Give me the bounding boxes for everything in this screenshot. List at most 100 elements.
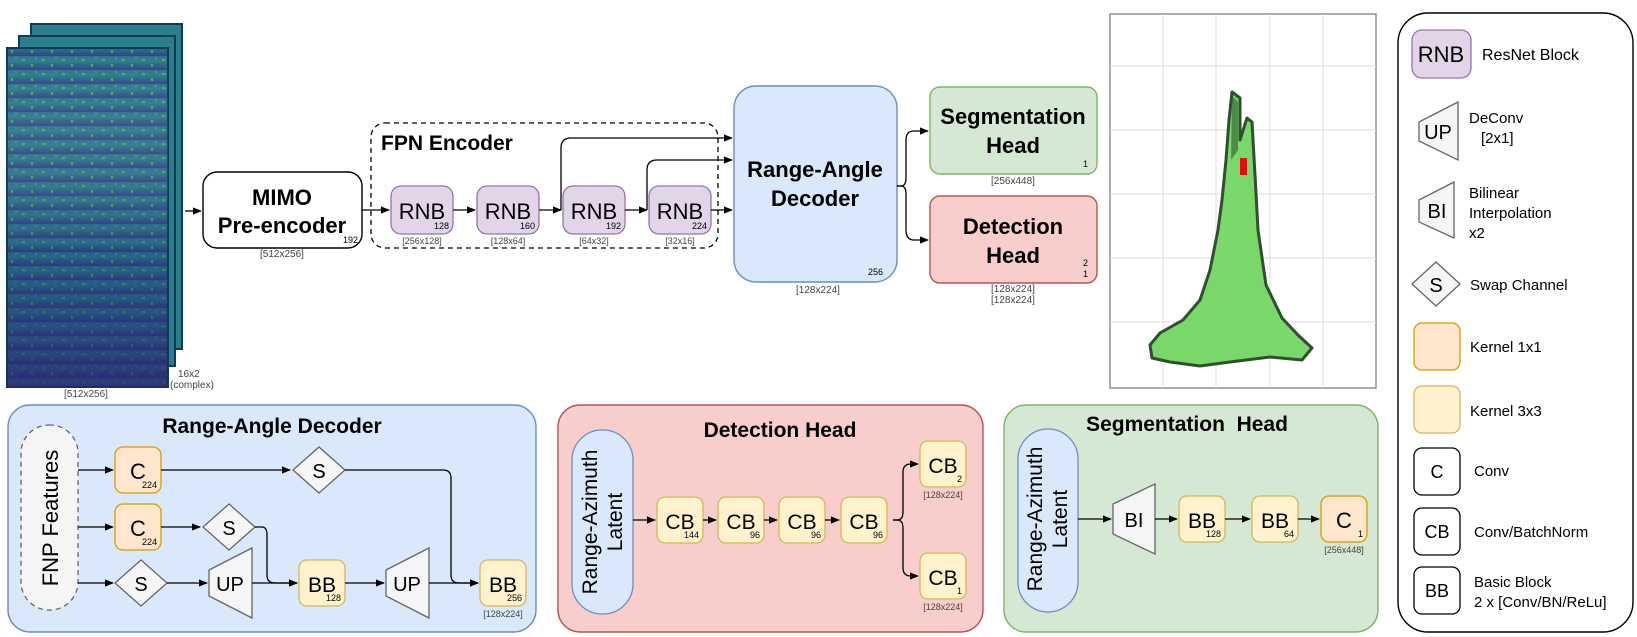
legend-up-text-2: [2x1]: [1481, 130, 1514, 147]
rad-upconv-2-label: UP: [393, 574, 421, 596]
input-complex-label: (complex): [170, 380, 214, 391]
rad-upconv-1: UP: [208, 546, 253, 620]
legend-bb-text-1: Basic Block: [1474, 574, 1552, 591]
legend-up-symbol: UP: [1424, 122, 1452, 144]
rad-bb-2-channels: 256: [507, 593, 522, 603]
rad-detail-panel: [7, 404, 537, 633]
rad-swap-2-label: S: [222, 518, 235, 540]
rad-bb-1-label: BB: [308, 574, 336, 597]
legend-bb-text-2: 2 x [Conv/BN/ReLu]: [1474, 594, 1607, 611]
legend-conv-batchnorm: CB Conv/BatchNorm: [1413, 507, 1588, 556]
legend-upconv: UP DeConv [2x1]: [1418, 100, 1524, 162]
rad-detail-title: Range-Angle Decoder: [162, 415, 381, 438]
dh-out-2-dims: [128x224]: [923, 602, 963, 612]
det-head-channels-1: 2: [1083, 258, 1088, 268]
fpn-rnb-dims: [32x16]: [665, 236, 695, 246]
sh-bb-1-channels: 128: [1206, 529, 1221, 539]
seg-head-channels: 1: [1083, 159, 1088, 169]
legend-up-text-1: DeConv: [1469, 110, 1524, 127]
sh-conv-dims: [256x448]: [1324, 545, 1364, 555]
rad-basicblock-2: BB 256: [479, 559, 527, 607]
rad-upconv-1-label: UP: [216, 574, 244, 596]
legend-rnb-text: ResNet Block: [1482, 47, 1580, 64]
dh-cb-channels: 96: [873, 530, 883, 540]
mimo-channels: 192: [343, 235, 358, 245]
segmentation-mask-shape: [1148, 90, 1314, 368]
rad-conv-1-channels: 224: [142, 480, 157, 490]
input-spectrogram-stack: [6, 23, 183, 388]
dh-latent-block: Range-Azimuth Latent: [571, 429, 634, 615]
legend-k3-text: Kernel 3x3: [1470, 403, 1542, 420]
fpn-rnb-dims: [128x64]: [491, 236, 526, 246]
decoder-title-line1: Range-Angle: [747, 157, 883, 182]
legend-cb-text: Conv/BatchNorm: [1474, 524, 1588, 541]
dh-detail-title: Detection Head: [704, 419, 857, 442]
legend-cb-symbol: CB: [1424, 522, 1449, 542]
dh-latent-label-2: Latent: [604, 493, 627, 552]
range-angle-decoder-block: Range-Angle Decoder 256: [733, 85, 898, 283]
fpn-rnb-label: RNB: [657, 199, 703, 224]
legend-rnb: RNB ResNet Block: [1411, 29, 1580, 79]
sh-basicblock-1: BB 128: [1178, 495, 1226, 543]
fpn-encoder-group: [370, 122, 719, 249]
sh-basicblock-2: BB 64: [1251, 495, 1299, 543]
legend-bi-text-2: Interpolation: [1469, 205, 1552, 222]
dh-cb-label: CB: [726, 511, 755, 534]
seg-head-title-line1: Segmentation: [940, 104, 1085, 129]
fpn-rnb-dims: [256x128]: [402, 236, 442, 246]
segmentation-output-plot: [1109, 13, 1377, 389]
legend-basic-block: BB Basic Block 2 x [Conv/BN/ReLu]: [1413, 566, 1607, 615]
sh-latent-label-1: Range-Azimuth: [1024, 447, 1047, 592]
legend-c-text: Conv: [1474, 463, 1510, 480]
dh-output-cb-1: CB 2: [919, 440, 967, 488]
fpn-rnb-channels: 128: [434, 221, 449, 231]
legend-bi-text-3: x2: [1469, 225, 1485, 242]
sh-bb-2-label: BB: [1261, 510, 1289, 533]
rad-swap-1: S: [292, 446, 346, 494]
sh-conv-channels: 1: [1358, 529, 1363, 539]
rad-conv-2: C 224: [114, 503, 162, 551]
seg-head-title-line2: Head: [986, 133, 1040, 158]
legend-bi-text-1: Bilinear: [1469, 185, 1519, 202]
dh-out-2-label: CB: [928, 567, 957, 590]
rad-swap-1-label: S: [312, 461, 325, 483]
segmentation-head-block: Segmentation Head 1: [929, 86, 1098, 175]
dh-latent-label-1: Range-Azimuth: [579, 450, 602, 595]
sh-detail-title: Segmentation Head: [1086, 413, 1288, 436]
fnp-features-label: FNP Features: [38, 450, 63, 587]
rad-upconv-2: UP: [385, 546, 430, 620]
det-head-dims-1: [128x224]: [991, 284, 1035, 295]
det-head-channels-2: 1: [1083, 269, 1088, 279]
fpn-rnb-channels: 192: [606, 221, 621, 231]
det-head-title-line2: Head: [986, 243, 1040, 268]
rad-basicblock-1: BB 128: [298, 559, 346, 607]
mimo-title-line1: MIMO: [252, 185, 312, 210]
legend-c-symbol: C: [1431, 462, 1444, 482]
legend-rnb-symbol: RNB: [1418, 42, 1464, 67]
dh-cb-channels: 96: [750, 530, 760, 540]
input-dims: [512x256]: [64, 389, 108, 400]
legend-s-symbol: S: [1429, 275, 1442, 297]
fpn-rnb-dims: [64x32]: [579, 236, 609, 246]
fpn-encoder-title: FPN Encoder: [381, 132, 513, 155]
rad-conv-1-label: C: [130, 459, 146, 484]
mimo-title-line2: Pre-encoder: [218, 213, 347, 238]
dh-out-1-channels: 2: [957, 474, 962, 484]
fpn-rnb-channels: 160: [520, 221, 535, 231]
legend-kernel-1x1: Kernel 1x1: [1413, 322, 1542, 371]
fpn-rnb-channels: 224: [692, 221, 707, 231]
rad-bb-2-dims: [128x224]: [483, 609, 523, 619]
sh-bilinear-interp: BI: [1112, 482, 1156, 556]
rad-swap-2: S: [202, 503, 256, 551]
legend-k1-text: Kernel 1x1: [1470, 339, 1542, 356]
sh-latent-label-2: Latent: [1049, 490, 1072, 549]
dh-cb-label: CB: [787, 511, 816, 534]
fpn-rnb-label: RNB: [571, 199, 617, 224]
rad-conv-2-label: C: [130, 516, 146, 541]
rad-bb-1-channels: 128: [326, 593, 341, 603]
sh-bi-label: BI: [1125, 510, 1144, 532]
